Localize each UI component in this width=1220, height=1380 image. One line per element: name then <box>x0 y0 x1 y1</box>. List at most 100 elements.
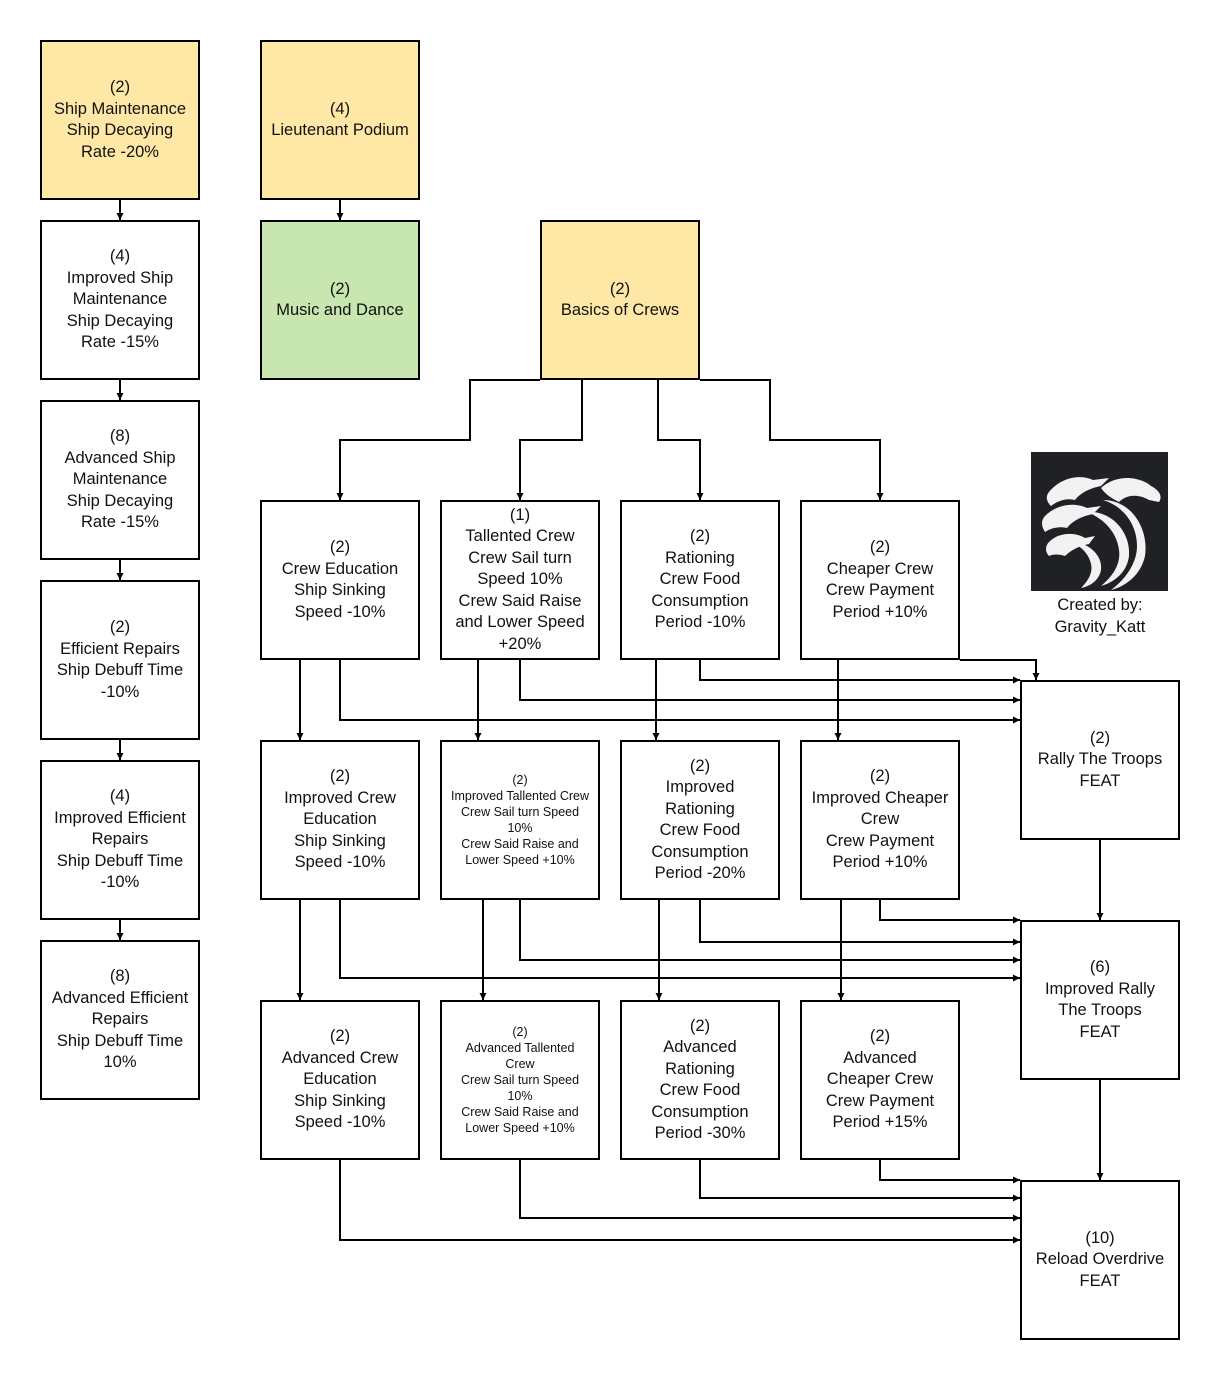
skill-node-lieutenant-podium[interactable]: (4) Lieutenant Podium <box>260 40 420 200</box>
skill-text-line: Repairs <box>91 1010 149 1029</box>
skill-text-line: Education <box>303 1070 377 1089</box>
skill-text-line: Music and Dance <box>276 301 404 319</box>
skill-node-basics-of-crews[interactable]: (2)Basics of Crews <box>540 220 700 380</box>
skill-cost: (2) <box>329 279 351 298</box>
skill-text-line: Crew Said Raise and <box>461 837 579 851</box>
connector-tallented-crew-to-rally-the-troops <box>519 660 1020 704</box>
connector-basics-of-crews-to-cheaper-crew <box>700 379 884 500</box>
skill-text-line: Lower Speed +10% <box>465 853 575 867</box>
skill-text-line: Rationing <box>665 799 735 818</box>
skill-text-line: Ship Maintenance <box>53 99 187 118</box>
skill-text-line: Improved Ship <box>66 268 174 287</box>
connector-cheaper-crew-to-rally-the-troops <box>960 659 1040 680</box>
skill-text-line: Improved <box>665 778 735 796</box>
skill-text-line: Crew Food <box>659 570 741 589</box>
skill-text-line: Crew Food <box>659 1081 741 1099</box>
skill-text-line: Ship Debuff Time <box>56 851 184 870</box>
skill-text-line: Crew Education <box>281 559 399 578</box>
connector-improved-crew-education-to-improved-rally-the-troops <box>339 900 1020 982</box>
connector-basics-of-crews-to-crew-education <box>336 379 540 500</box>
skill-cost: (1) <box>509 505 531 524</box>
skill-text-line: Ship Sinking <box>294 831 386 850</box>
skill-cost: (2) <box>512 1025 528 1039</box>
skill-cost: (2) <box>689 527 711 546</box>
skill-text-line: Improved Rally <box>1044 979 1156 998</box>
skill-text-line: Ship Debuff Time <box>56 1031 184 1050</box>
skill-text-line: Cheaper Crew <box>826 1070 934 1089</box>
skill-text-line: and Lower Speed <box>455 613 585 632</box>
skill-text-line: Education <box>303 810 377 829</box>
skill-text-line: Period +10% <box>832 853 928 872</box>
skill-text-line: Improved Tallented Crew <box>450 789 590 803</box>
credit-block: Created by: Gravity_Katt <box>1010 595 1190 638</box>
skill-text-line: Improved Efficient <box>54 808 186 827</box>
skill-cost: (2) <box>329 538 351 556</box>
skill-text-line: Crew Said Raise <box>458 591 582 610</box>
skill-text-line: Reload Overdrive <box>1035 1250 1165 1269</box>
skill-cost: (2) <box>109 78 131 96</box>
skill-text-line: Crew Payment <box>825 1091 935 1110</box>
skill-text-line: Ship Decaying <box>66 121 174 139</box>
skill-text-line: Crew Food <box>659 821 741 839</box>
skill-text-line: Speed -10% <box>294 602 386 621</box>
skill-text-line: Advanced Tallented <box>465 1041 575 1055</box>
connector-basics-of-crews-to-rationing <box>657 380 704 500</box>
skill-text-line: FEAT <box>1079 1022 1121 1041</box>
skill-text-line: Crew Payment <box>825 831 935 850</box>
skill-text-line: Crew <box>505 1057 535 1071</box>
skill-cost: (8) <box>109 427 131 446</box>
skill-text-line: Ship Decaying <box>66 491 174 510</box>
skill-cost: (4) <box>109 247 131 266</box>
skill-text-line: Advanced <box>843 1048 917 1067</box>
skill-text-line: Advanced Crew <box>281 1048 399 1067</box>
connector-improved-rationing-to-improved-rally-the-troops <box>699 900 1020 946</box>
skill-cost: (4) <box>329 99 351 118</box>
skill-node-music-and-dance[interactable]: (2) Music and Dance <box>260 220 420 380</box>
skill-text-line: Efficient Repairs <box>60 639 180 658</box>
skill-text-line: Lieutenant Podium <box>271 121 409 139</box>
skill-text-line: Tallented Crew <box>465 527 575 546</box>
skill-text-line: The Troops <box>1058 1001 1142 1019</box>
skill-cost: (2) <box>512 773 528 787</box>
skill-text-line: Consumption <box>651 842 749 861</box>
skill-text-line: 10% <box>103 1053 137 1072</box>
skill-text-line: Maintenance <box>72 470 168 489</box>
skill-text-line: Crew Sail turn Speed <box>460 1073 580 1087</box>
connector-advanced-tallented-crew-to-reload-overdrive <box>519 1160 1020 1222</box>
skill-text-line: Crew Payment <box>825 581 935 599</box>
skill-text-line: FEAT <box>1079 1271 1121 1290</box>
skill-text-line: Crew Sail turn <box>468 548 572 567</box>
skill-text-line: Cheaper Crew <box>826 559 934 578</box>
skill-text-line: Speed -10% <box>294 853 386 872</box>
skill-text-line: 10% <box>507 1089 533 1103</box>
skill-text-line: Consumption <box>651 1102 749 1121</box>
skill-text-line: -10% <box>100 873 140 892</box>
skill-text-line: Rationing <box>665 1059 735 1078</box>
connector-crew-education-to-rally-the-troops <box>339 660 1020 724</box>
skill-cost: (2) <box>869 1027 891 1046</box>
skill-cost: (2) <box>689 1016 711 1035</box>
skill-text-line: Crew Said Raise and <box>461 1105 579 1119</box>
